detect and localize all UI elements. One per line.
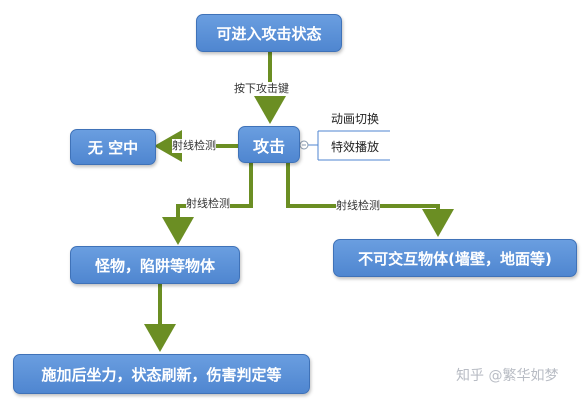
node-monster: 怪物，陷阱等物体 — [70, 246, 240, 284]
sub-item-effect-play: 特效播放 — [331, 140, 380, 154]
node-attack: 攻击 — [238, 126, 300, 163]
node-empty: 无 空中 — [70, 129, 156, 165]
edge-label-press-key: 按下攻击键 — [234, 82, 289, 96]
edge-label-raycast-right: 射线检测 — [336, 199, 380, 213]
edge-label-raycast-down: 射线检测 — [186, 197, 230, 211]
node-effects: 施加后坐力，状态刷新，伤害判定等 — [13, 354, 310, 394]
sub-item-animation-switch: 动画切换 — [331, 112, 380, 126]
edge-label-raycast-left: 射线检测 — [172, 139, 216, 153]
node-wall: 不可交互物体(墙壁，地面等) — [333, 239, 577, 277]
edge-attack-to-wall — [286, 163, 454, 237]
watermark: 知乎 @繁华如梦 — [456, 368, 559, 384]
node-start: 可进入攻击状态 — [196, 14, 342, 52]
sub-items-bracket — [306, 130, 390, 161]
